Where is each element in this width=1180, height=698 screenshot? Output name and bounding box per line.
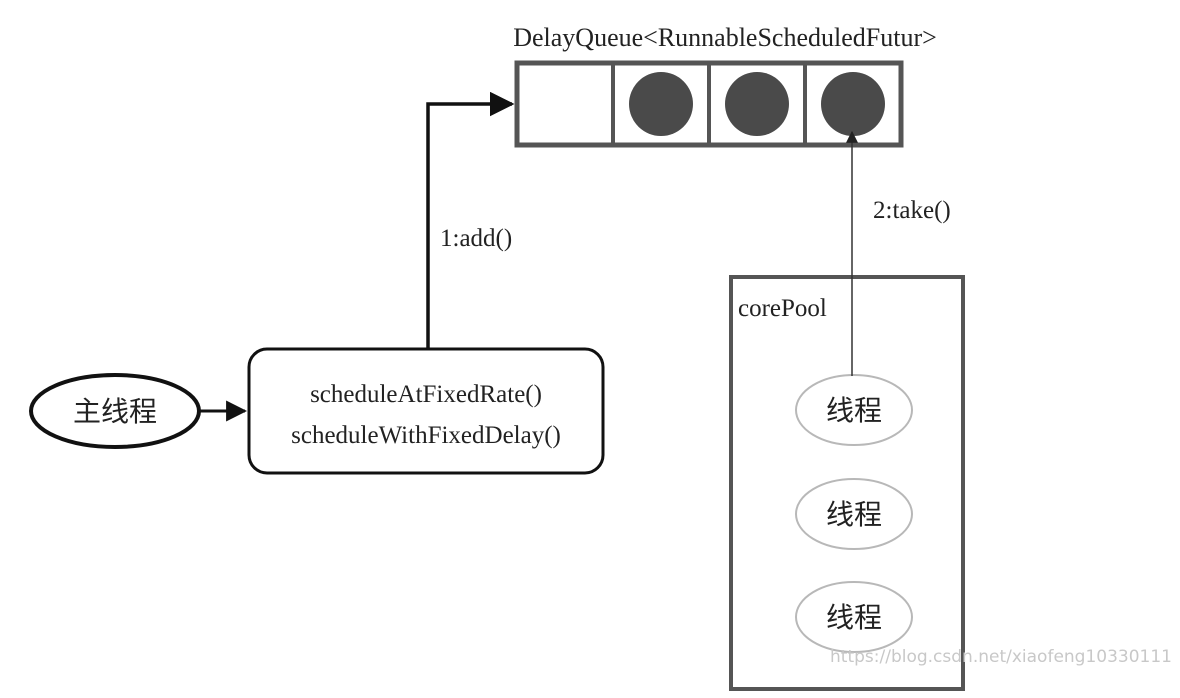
queue-slots — [629, 72, 885, 136]
worker-thread-ellipse — [795, 581, 913, 653]
worker-thread: 线程 — [795, 478, 913, 550]
arrow-add — [426, 91, 515, 349]
worker-thread: 线程 — [795, 374, 913, 446]
core-pool-label: corePool — [738, 295, 827, 322]
main-thread-label: 主线程 — [73, 395, 157, 428]
schedule-methods-box: scheduleAtFixedRate() scheduleWithFixedD… — [247, 347, 605, 475]
queue-task-ball — [725, 72, 789, 136]
queue-task-ball — [629, 72, 693, 136]
delay-queue — [514, 60, 904, 148]
schedule-with-fixed-delay: scheduleWithFixedDelay() — [291, 422, 561, 449]
worker-thread-ellipse — [795, 478, 913, 550]
queue-task-ball — [821, 72, 885, 136]
worker-thread-label: 线程 — [826, 394, 882, 427]
add-label: 1:add() — [440, 225, 512, 252]
worker-thread-label: 线程 — [826, 601, 882, 634]
watermark-text: https://blog.csdn.net/xiaofeng10330111 — [830, 647, 1172, 667]
worker-thread: 线程 — [795, 581, 913, 653]
queue-label: DelayQueue<RunnableScheduledFutur> — [513, 23, 937, 52]
main-thread-node: 主线程 — [29, 373, 201, 449]
schedule-box-outline — [247, 347, 605, 475]
take-label: 2:take() — [873, 197, 951, 224]
worker-thread-ellipse — [795, 374, 913, 446]
schedule-at-fixed-rate: scheduleAtFixedRate() — [310, 381, 542, 408]
worker-thread-label: 线程 — [826, 498, 882, 531]
